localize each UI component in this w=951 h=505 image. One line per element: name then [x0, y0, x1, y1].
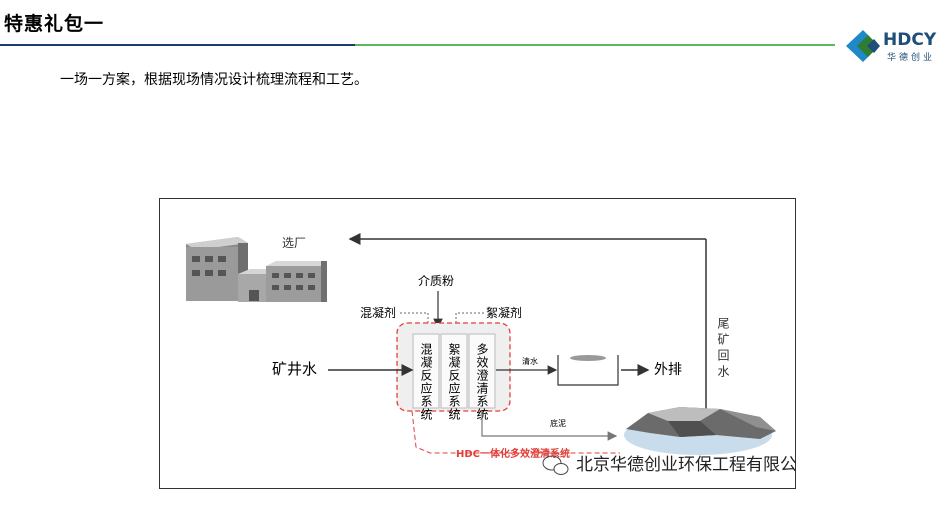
- medium-label: 介质粉: [418, 274, 454, 288]
- tank-water: [570, 355, 606, 361]
- page-title: 特惠礼包一: [4, 13, 105, 35]
- plant-label: 选厂: [282, 236, 306, 250]
- tailings-pond-icon: [624, 407, 776, 455]
- process-diagram: 选厂 尾矿回水 介质粉 混凝剂 絮凝剂 混凝反应系统 絮凝反应系统 多效澄清系统…: [186, 233, 814, 475]
- clear-water-tank: [557, 355, 619, 386]
- clarification-label: 多效澄清系统: [475, 343, 489, 421]
- sludge-label: 底泥: [550, 418, 566, 428]
- plant-building-icon: [186, 237, 327, 302]
- hdc-callout-line: [411, 410, 620, 454]
- coagulant-label: 混凝剂: [360, 305, 396, 320]
- logo-text: HDCY: [883, 30, 937, 50]
- flocculation-label: 絮凝反应系统: [447, 343, 461, 421]
- subtitle-text: 一场一方案，根据现场情况设计梳理流程和工艺。: [60, 72, 368, 88]
- flocculant-label: 絮凝剂: [486, 305, 522, 320]
- watermark-text: 北京华德创业环保工程有限公司: [576, 455, 796, 475]
- header-divider-green: [355, 44, 835, 46]
- coagulation-label: 混凝反应系统: [419, 343, 433, 421]
- hdc-caption: HDC一体化多效澄清系统: [456, 447, 570, 460]
- hdcy-logo-icon: [846, 30, 880, 62]
- outlet-label: 外排: [654, 362, 682, 378]
- logo-subtext: 华德创业: [887, 53, 936, 63]
- process-diagram-frame: 选厂 尾矿回水 介质粉 混凝剂 絮凝剂 混凝反应系统 絮凝反应系统 多效澄清系统…: [159, 198, 814, 489]
- sludge-arrow: [481, 411, 618, 441]
- header-divider-blue: [0, 44, 355, 46]
- clear-water-label: 清水: [522, 356, 538, 366]
- return-label: 尾矿回水: [716, 317, 730, 381]
- wechat-icon: [542, 455, 569, 475]
- flocculation-column: [440, 333, 468, 409]
- inlet-label: 矿井水: [272, 360, 317, 378]
- svg-text:尾矿回水: 尾矿回水: [716, 317, 730, 381]
- clarification-column: [468, 333, 496, 409]
